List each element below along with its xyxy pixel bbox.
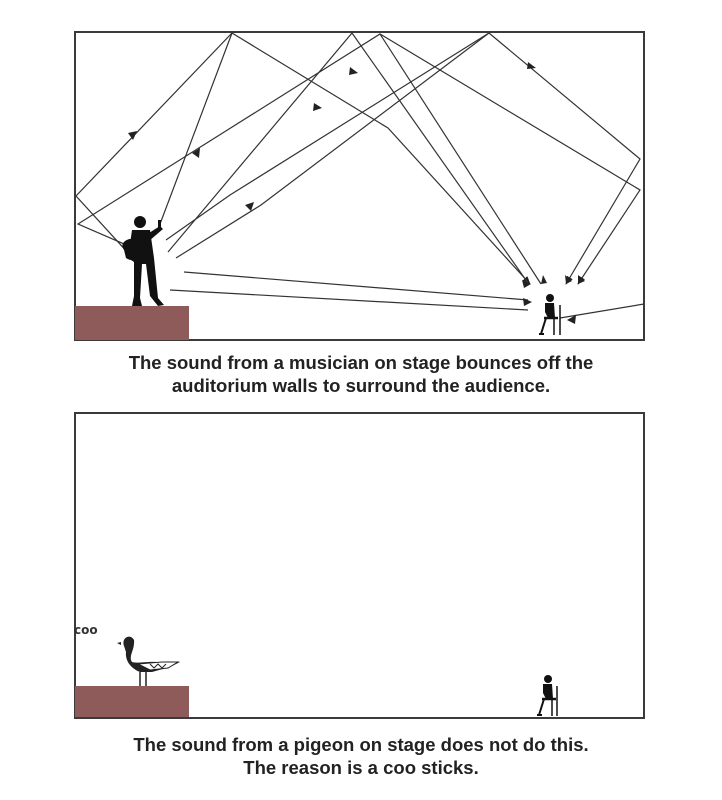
caption-top: The sound from a musician on stage bounc… xyxy=(0,351,722,397)
caption-bottom: The sound from a pigeon on stage does no… xyxy=(0,733,722,779)
coo-sound-label: coo xyxy=(74,623,98,637)
auditorium-panel-top xyxy=(74,31,645,341)
caption-top-line2: auditorium walls to surround the audienc… xyxy=(171,375,551,396)
caption-bottom-line1: The sound from a pigeon on stage does no… xyxy=(133,734,589,755)
caption-bottom-line2: The reason is a coo sticks. xyxy=(243,757,479,778)
caption-top-line1: The sound from a musician on stage bounc… xyxy=(128,352,594,373)
auditorium-panel-bottom xyxy=(74,412,645,719)
